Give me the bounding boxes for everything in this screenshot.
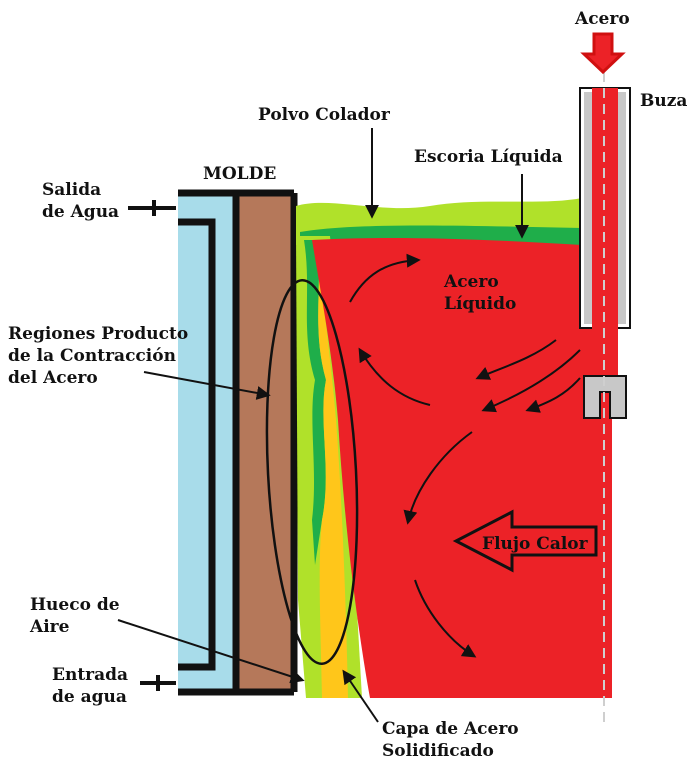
contraction-region-ellipse: [265, 278, 359, 666]
label-entrada-agua-line1: Entrada: [52, 665, 129, 685]
label-hueco-aire-line1: Hueco de: [30, 595, 120, 615]
label-molde: MOLDE: [203, 164, 277, 184]
shell-dark-green: [304, 240, 326, 565]
mold-outline: [178, 189, 298, 696]
label-capa-acero: Capa de Acero Solidificado: [382, 718, 519, 762]
label-buza: Buza: [640, 91, 688, 111]
label-salida-agua-line2: de Agua: [42, 202, 120, 222]
label-polvo-colador: Polvo Colador: [258, 105, 390, 125]
label-regiones-line2: de la Contracción: [8, 346, 176, 366]
label-flujo-calor: Flujo Calor: [482, 534, 588, 554]
label-hueco-aire-line2: Aire: [30, 617, 70, 637]
nozzle: [579, 40, 631, 725]
label-salida-agua-line1: Salida: [42, 180, 102, 200]
label-regiones-line3: del Acero: [8, 368, 98, 388]
label-acero-liquido: Acero Líquido: [444, 271, 516, 315]
heat-flux-arrow: [452, 509, 598, 573]
label-acero-liquido-line2: Líquido: [444, 294, 517, 314]
water-ports: [128, 200, 176, 691]
label-capa-acero-line1: Capa de Acero: [382, 719, 519, 739]
steel-inlet-arrow: [580, 32, 626, 75]
label-acero-liquido-line1: Acero: [444, 272, 499, 292]
label-acero-inlet: Acero: [575, 9, 630, 29]
solid-shell-yellow: [318, 242, 348, 698]
water-channel: [178, 190, 238, 695]
flow-arrows: [349, 253, 581, 658]
label-pointers: [117, 128, 529, 723]
label-regiones-contraccion: Regiones Producto de la Contracción del …: [8, 323, 188, 389]
label-capa-acero-line2: Solidificado: [382, 741, 494, 761]
label-entrada-agua-line2: de agua: [52, 687, 127, 707]
label-salida-agua: Salida de Agua: [42, 179, 119, 223]
label-regiones-line1: Regiones Producto: [8, 324, 189, 344]
label-hueco-aire: Hueco de Aire: [30, 594, 120, 638]
label-entrada-agua: Entrada de agua: [52, 664, 128, 708]
label-escoria-liquida: Escoria Líquida: [414, 147, 563, 167]
